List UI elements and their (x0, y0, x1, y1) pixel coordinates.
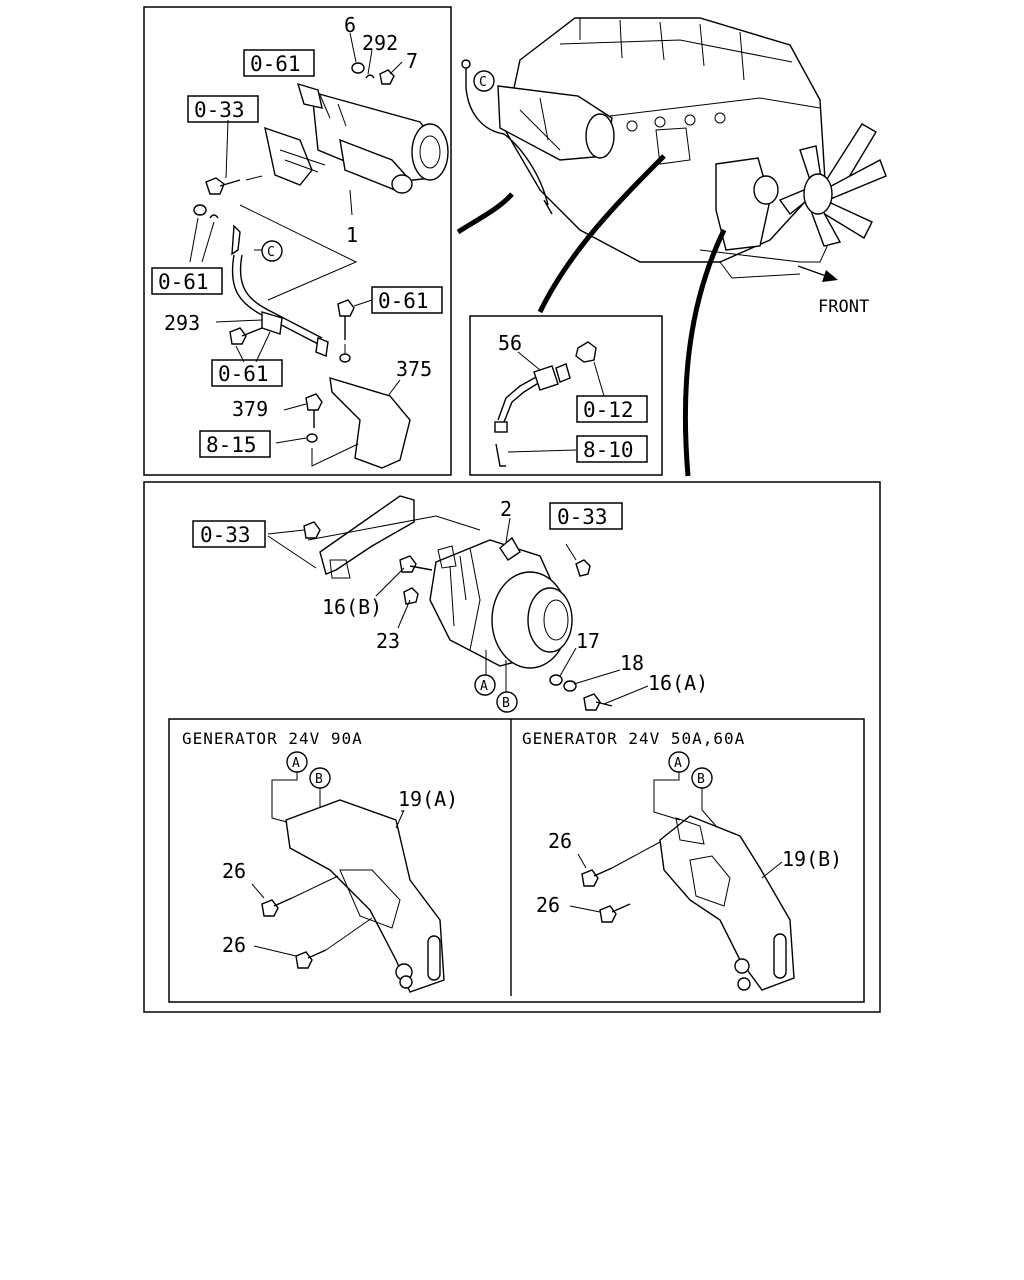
sensor-inset-frame (469, 315, 663, 476)
generator-50a-variant: GENERATOR 24V 50A,60A A B 19(B) 26 (522, 729, 842, 991)
nut (575, 341, 597, 363)
label-7: 7 (406, 49, 418, 73)
ref-box: 8-15 (206, 433, 257, 457)
callout-circle-b (496, 691, 518, 713)
label-18: 18 (620, 651, 644, 675)
callout-b-label: B (315, 772, 323, 787)
label-26: 26 (222, 933, 246, 957)
label-16b: 16(B) (322, 595, 382, 619)
starter-panel-frame (143, 6, 452, 476)
starter-motor-drawing (264, 82, 449, 194)
pointer-arc (537, 154, 666, 314)
pointer-arc (456, 192, 514, 235)
washer-292 (365, 74, 375, 79)
label-17: 17 (576, 629, 600, 653)
label-16a: 16(A) (648, 671, 708, 695)
ref-box: 0-61 (218, 362, 269, 386)
washer-6 (351, 62, 365, 74)
callout-c-label: C (267, 245, 275, 260)
label-23: 23 (376, 629, 400, 653)
pointer-arc (682, 228, 727, 477)
callout-a-label: A (480, 679, 488, 694)
label-19a: 19(A) (398, 787, 458, 811)
callout-circle-c (261, 240, 283, 262)
callout-circle-c (473, 70, 495, 92)
label-6: 6 (344, 13, 356, 37)
callout-a-label: A (292, 756, 300, 771)
label-375: 375 (396, 357, 432, 381)
label-2: 2 (500, 497, 512, 521)
label-1: 1 (346, 223, 358, 247)
starter-panel: 6 292 7 1 293 375 379 0-61 0-33 0-61 0-6… (143, 6, 452, 476)
bolt-0-33 (205, 177, 225, 195)
callout-a-label: A (674, 756, 682, 771)
label-26: 26 (548, 829, 572, 853)
ref-box: 0-33 (557, 505, 608, 529)
generator-90a-variant: GENERATOR 24V 90A A B 19(A) 26 (182, 729, 458, 993)
label-379: 379 (232, 397, 268, 421)
variant-title: GENERATOR 24V 90A (182, 729, 363, 748)
variant-title: GENERATOR 24V 50A,60A (522, 729, 745, 748)
nut (575, 559, 591, 577)
label-292: 292 (362, 31, 398, 55)
label-19b: 19(B) (782, 847, 842, 871)
ref-box: 0-61 (250, 52, 301, 76)
callout-circle-a (474, 674, 496, 696)
ref-box: 0-61 (158, 270, 209, 294)
engine-view: FRONT C (461, 17, 887, 317)
bracket-375 (329, 377, 411, 469)
front-label: FRONT (818, 297, 869, 317)
ref-box: 0-33 (200, 523, 251, 547)
alternator-drawing (429, 536, 573, 669)
ref-box: 0-12 (583, 398, 634, 422)
alternator-panel-frame (143, 481, 881, 1013)
ref-box: 8-10 (583, 438, 634, 462)
sensor-inset: 56 0-12 8-10 (469, 315, 663, 476)
callout-b-label: B (697, 772, 705, 787)
generator-variants-frame (168, 718, 865, 1003)
ref-box: 0-33 (194, 98, 245, 122)
callout-b-label: B (502, 696, 510, 711)
ref-box: 0-61 (378, 289, 429, 313)
alternator-panel: 2 16(B) 23 17 18 16(A) 0-33 0-33 A B GEN… (143, 481, 881, 1013)
label-56: 56 (498, 331, 522, 355)
label-26: 26 (222, 859, 246, 883)
label-293: 293 (164, 311, 200, 335)
label-26: 26 (536, 893, 560, 917)
fan-drawing (778, 123, 887, 247)
callout-c-label: C (479, 75, 487, 90)
